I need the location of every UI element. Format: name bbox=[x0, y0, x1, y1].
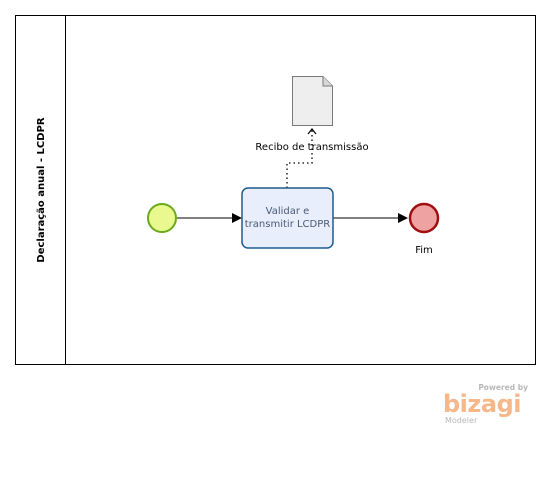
document-icon bbox=[292, 76, 333, 126]
end-event-label: Fim bbox=[415, 245, 433, 256]
data-object-recibo[interactable]: Recibo de transmissão bbox=[255, 76, 369, 154]
task-label-line2: transmitir LCDPR bbox=[245, 219, 331, 230]
task-box bbox=[241, 187, 334, 249]
brand-powered-by: Powered by bbox=[478, 383, 528, 392]
data-object-label: Recibo de transmissão bbox=[255, 142, 368, 153]
task-label-line1: Validar e bbox=[266, 206, 310, 217]
task-validar-transmitir[interactable]: Validar e transmitir LCDPR bbox=[241, 187, 334, 249]
data-association[interactable] bbox=[286, 128, 317, 188]
bizagi-branding: Powered by bizagi Modeler bbox=[443, 383, 528, 425]
end-event-circle bbox=[408, 202, 440, 234]
end-event[interactable]: Fim bbox=[408, 202, 440, 256]
brand-sub: Modeler bbox=[445, 416, 478, 425]
lane-title: Declaração anual - LCDPR bbox=[36, 117, 47, 263]
start-event[interactable] bbox=[147, 203, 177, 233]
bizagi-logo: bizagi bbox=[443, 390, 521, 418]
